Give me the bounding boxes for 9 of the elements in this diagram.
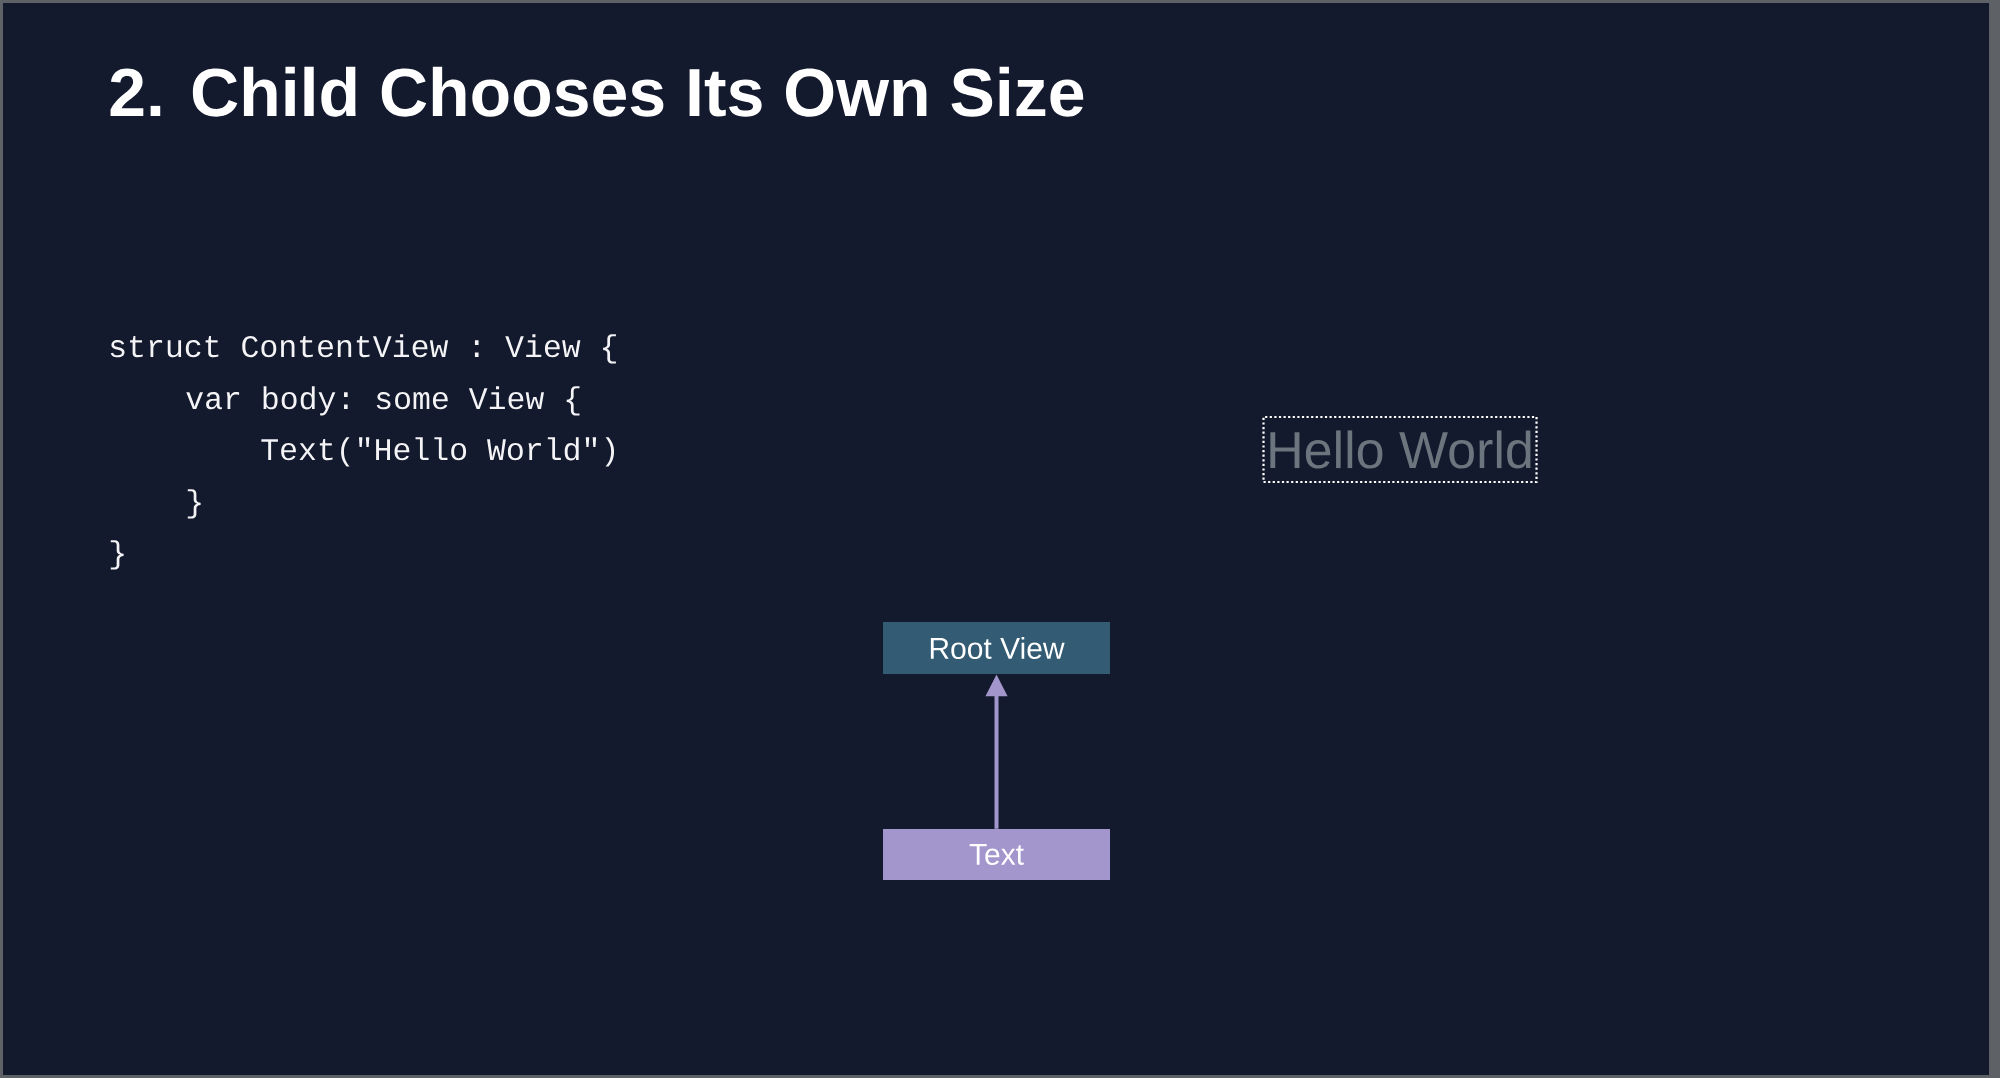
code-line: Text("Hello World") bbox=[261, 437, 614, 467]
code-line: } bbox=[110, 540, 124, 570]
code-line: struct ContentView : View { bbox=[110, 334, 616, 364]
view-box: Root View bbox=[883, 622, 1110, 674]
code-line: } bbox=[187, 489, 201, 519]
text-frame: Hello World bbox=[1262, 415, 1538, 484]
title: 2. Child Chooses Its Own Size bbox=[110, 66, 1084, 117]
view-box: Text bbox=[883, 829, 1110, 880]
code-line: var body: some View { bbox=[186, 386, 580, 416]
